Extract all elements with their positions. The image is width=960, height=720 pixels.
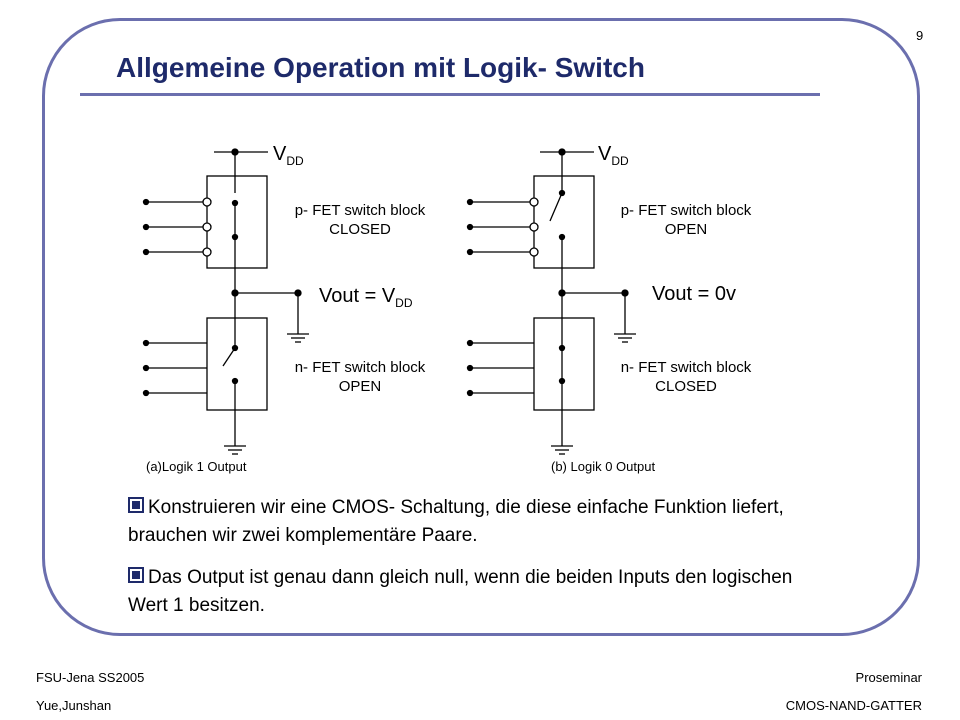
right-vdd-label: VDD (598, 143, 629, 168)
footer-seminar: Proseminar (855, 670, 922, 685)
left-p-input-bubble (202, 222, 212, 232)
left-circuit (142, 148, 309, 455)
title-underline (80, 93, 820, 96)
page-number: 9 (916, 28, 924, 43)
left-n-block-label: n- FET switch block (295, 359, 426, 376)
bullet-item: Konstruieren wir eine CMOS- Schaltung, d… (128, 497, 784, 546)
bullet-square-icon (128, 497, 144, 513)
left-p-input-bubble (202, 197, 212, 207)
left-p-input-bubble (202, 247, 212, 257)
right-n-block (533, 317, 595, 411)
left-p-block-state: CLOSED (329, 221, 391, 238)
footer-author: Yue,Junshan (36, 698, 112, 713)
left-n-switch-open (222, 347, 236, 367)
left-n-block (206, 317, 268, 411)
right-circuit (466, 148, 636, 455)
bullet-item: Das Output ist genau dann gleich null, w… (128, 567, 793, 616)
right-p-input-bubble (529, 197, 539, 207)
footer-topic: CMOS-NAND-GATTER (785, 698, 922, 713)
right-vout-label: Vout = 0v (652, 283, 736, 305)
left-p-block-label: p- FET switch block (295, 202, 426, 219)
right-p-switch-open (549, 192, 563, 222)
right-p-block-state: OPEN (665, 221, 708, 238)
left-vdd-label: VDD (273, 143, 304, 168)
slide-frame (42, 18, 920, 636)
right-n-block-label: n- FET switch block (621, 359, 752, 376)
right-p-block (533, 175, 595, 269)
left-vout-label: Vout = VDD (319, 285, 413, 310)
right-p-input-bubble (529, 222, 539, 232)
left-caption: (a)Logik 1 Output (146, 459, 247, 474)
slide-title: Allgemeine Operation mit Logik- Switch (116, 52, 645, 83)
footer-course: FSU-Jena SS2005 (36, 670, 145, 685)
left-p-block (206, 175, 268, 269)
right-p-input-bubble (529, 247, 539, 257)
bullet-list: Konstruieren wir eine CMOS- Schaltung, d… (128, 494, 818, 634)
right-n-block-state: CLOSED (655, 378, 717, 395)
right-caption: (b) Logik 0 Output (551, 459, 656, 474)
right-p-block-label: p- FET switch block (621, 202, 752, 219)
bullet-square-icon (128, 567, 144, 583)
left-n-block-state: OPEN (339, 378, 382, 395)
